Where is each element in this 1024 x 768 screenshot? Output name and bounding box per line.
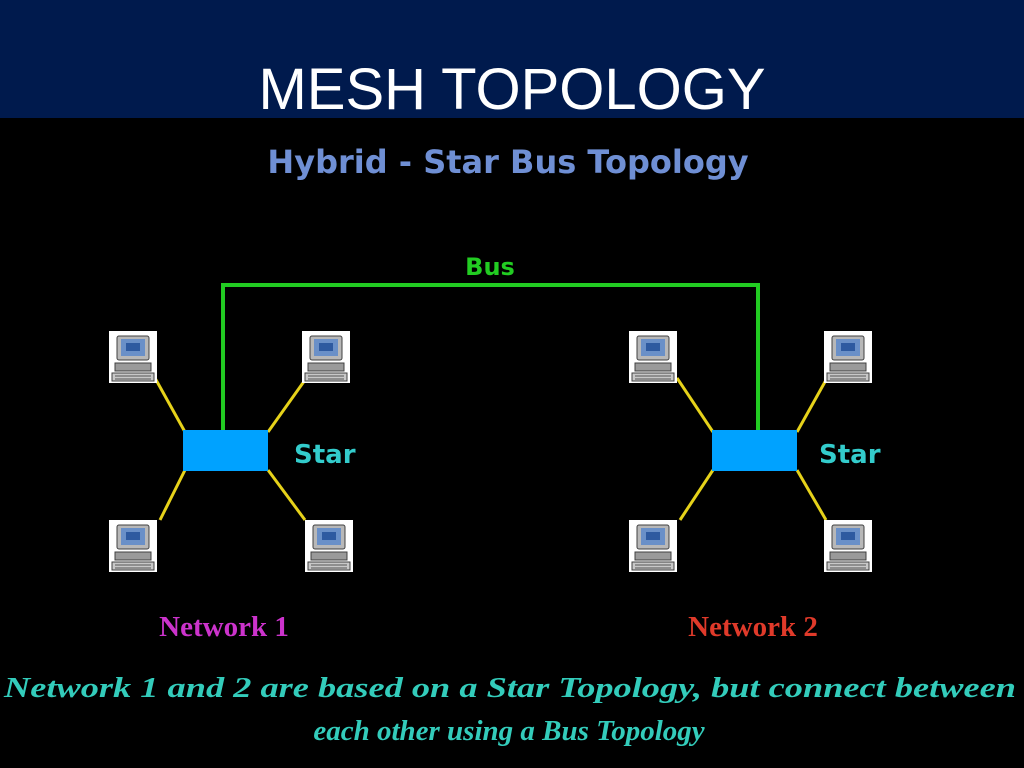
computer-icon (108, 519, 158, 573)
computer-icon (108, 330, 158, 384)
network-1-spokes (153, 377, 307, 521)
network-2-spokes (675, 377, 828, 521)
bus-line (221, 283, 760, 430)
diagram-subtitle: Hybrid - Star Bus Topology (267, 143, 748, 181)
header-band (0, 0, 1024, 118)
topology-diagram: Hybrid - Star Bus Topology Bus Star Star… (3, 143, 1016, 747)
computer-icon (823, 330, 873, 384)
computer-icon (628, 330, 678, 384)
hub-network-1 (183, 430, 268, 471)
hub-label-network-2: Star (819, 440, 881, 470)
hub-network-2 (712, 430, 797, 471)
network-2-label: Network 2 (688, 611, 818, 643)
network-1-label: Network 1 (159, 611, 289, 643)
caption-line-2: each other using a Bus Topology (313, 715, 704, 747)
computer-icon (304, 519, 354, 573)
caption-line-1: Network 1 and 2 are based on a Star Topo… (3, 672, 1016, 704)
computer-icon (823, 519, 873, 573)
hub-label-network-1: Star (294, 440, 356, 470)
bus-label: Bus (465, 253, 515, 281)
computer-icon (301, 330, 351, 384)
computer-icon (628, 519, 678, 573)
slide-title: MESH TOPOLOGY (258, 57, 766, 122)
